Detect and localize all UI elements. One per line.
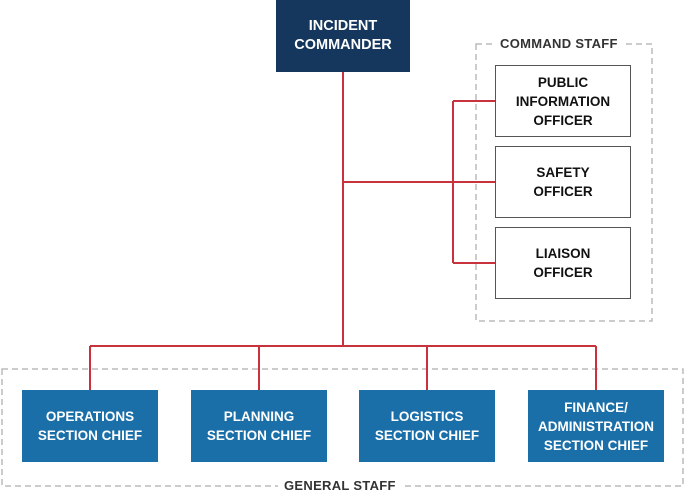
command-staff-frame: [475, 43, 653, 322]
logistics-section-chief-label: LOGISTICS SECTION CHIEF: [374, 409, 480, 443]
incident-commander-label: INCIDENT COMMANDER: [294, 18, 392, 53]
liaison-officer-box: LIAISON OFFICER: [495, 227, 631, 299]
connector-lines: [89, 72, 597, 390]
safety-officer-box: SAFETY OFFICER: [495, 146, 631, 218]
incident-commander-box: INCIDENT COMMANDER: [276, 0, 410, 72]
liaison-officer-label: LIAISON OFFICER: [533, 246, 593, 280]
public-information-officer-label: PUBLIC INFORMATION OFFICER: [515, 74, 611, 128]
planning-section-chief-label: PLANNING SECTION CHIEF: [206, 409, 312, 443]
logistics-section-chief-box: LOGISTICS SECTION CHIEF: [359, 390, 495, 462]
finance-administration-section-chief-box: FINANCE/ ADMINISTRATION SECTION CHIEF: [528, 390, 664, 462]
public-information-officer-box: PUBLIC INFORMATION OFFICER: [495, 65, 631, 137]
planning-section-chief-box: PLANNING SECTION CHIEF: [191, 390, 327, 462]
operations-section-chief-box: OPERATIONS SECTION CHIEF: [22, 390, 158, 462]
general-staff-frame: [1, 368, 684, 487]
safety-officer-label: SAFETY OFFICER: [533, 165, 593, 199]
general-staff-title: GENERAL STAFF: [278, 478, 402, 493]
operations-section-chief-label: OPERATIONS SECTION CHIEF: [37, 409, 143, 443]
finance-administration-section-chief-label: FINANCE/ ADMINISTRATION SECTION CHIEF: [538, 399, 654, 453]
command-staff-title: COMMAND STAFF: [494, 36, 624, 51]
